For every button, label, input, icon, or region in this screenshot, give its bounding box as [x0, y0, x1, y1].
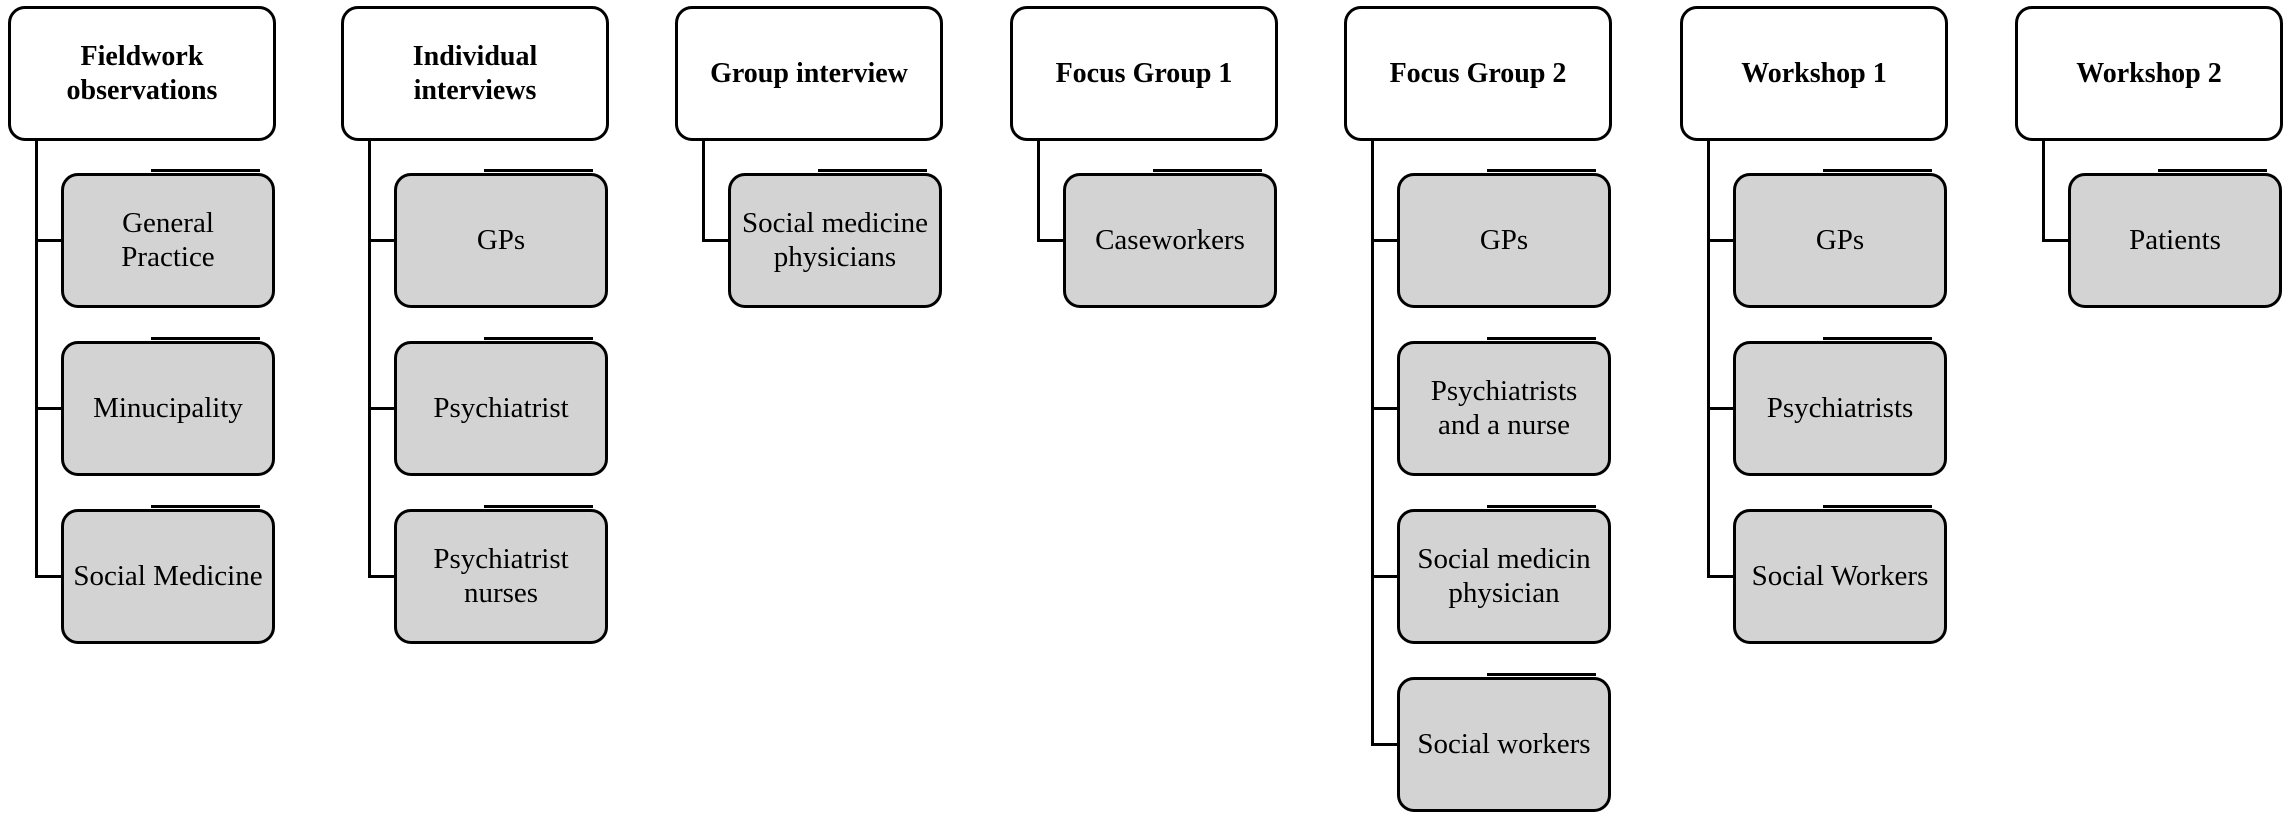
child-box: GPs: [1733, 169, 1947, 308]
header-box: Focus Group 2: [1344, 6, 1612, 141]
connector-stub: [368, 575, 395, 578]
child-box: GPs: [394, 169, 608, 308]
connector-stub: [368, 407, 395, 410]
child-box: GPs: [1397, 169, 1611, 308]
child-box: Minucipality: [61, 337, 275, 476]
header-box: Individual interviews: [341, 6, 609, 141]
diagram-column: Individual interviews GPs Psychiatrist P…: [341, 0, 611, 817]
child-label: General Practice: [121, 207, 215, 273]
connector-stub: [35, 239, 62, 242]
child-label: Minucipality: [93, 391, 243, 424]
connector-stub: [2042, 239, 2069, 242]
child-box: Psychiatrists: [1733, 337, 1947, 476]
connector-stub: [1371, 743, 1398, 746]
child-label: Psychiatrist nurses: [433, 543, 569, 609]
header-label: Focus Group 1: [1055, 57, 1233, 89]
header-label: Workshop 2: [2076, 57, 2222, 89]
connector-stub: [35, 407, 62, 410]
connector-stub: [1037, 239, 1064, 242]
header-box: Focus Group 1: [1010, 6, 1278, 141]
connector-vertical-line: [2042, 141, 2045, 242]
child-label: GPs: [476, 223, 526, 256]
header-label: Focus Group 2: [1389, 57, 1567, 89]
header-box: Workshop 2: [2015, 6, 2283, 141]
connector-stub: [35, 575, 62, 578]
connector-vertical-line: [702, 141, 705, 242]
child-box: Social Medicine: [61, 505, 275, 644]
child-label: Caseworkers: [1095, 223, 1245, 256]
connector-stub: [1371, 575, 1398, 578]
connector-vertical-line: [1037, 141, 1040, 242]
connector-stub: [1707, 575, 1734, 578]
child-label: Social medicine physicians: [741, 207, 929, 273]
diagram-column: Focus Group 2 GPs Psychiatrists and a nu…: [1344, 0, 1614, 817]
child-box: Caseworkers: [1063, 169, 1277, 308]
header-label: Individual interviews: [412, 41, 538, 106]
child-label: Psychiatrist: [433, 391, 569, 424]
child-label: Social Workers: [1751, 559, 1929, 592]
connector-stub: [702, 239, 729, 242]
child-box: Social workers: [1397, 673, 1611, 812]
header-label: Fieldwork observations: [66, 41, 218, 106]
header-box: Workshop 1: [1680, 6, 1948, 141]
diagram-column: Workshop 2 Patients: [2015, 0, 2285, 817]
connector-vertical-line: [35, 141, 38, 578]
connector-vertical-line: [368, 141, 371, 578]
child-label: Social Medicine: [73, 559, 263, 592]
diagram-column: Focus Group 1 Caseworkers: [1010, 0, 1280, 817]
child-box: Patients: [2068, 169, 2282, 308]
child-box: Social medicin physician: [1397, 505, 1611, 644]
diagram-column: Group interview Social medicine physicia…: [675, 0, 945, 817]
diagram-column: Workshop 1 GPs Psychiatrists Social Work…: [1680, 0, 1950, 817]
header-label: Group interview: [710, 57, 908, 89]
child-label: Patients: [2129, 223, 2221, 256]
child-label: GPs: [1815, 223, 1865, 256]
child-box: Social medicine physicians: [728, 169, 942, 308]
child-box: Psychiatrist nurses: [394, 505, 608, 644]
connector-stub: [1371, 407, 1398, 410]
connector-stub: [1371, 239, 1398, 242]
child-box: Social Workers: [1733, 505, 1947, 644]
child-label: GPs: [1479, 223, 1529, 256]
child-box: Psychiatrists and a nurse: [1397, 337, 1611, 476]
header-box: Fieldwork observations: [8, 6, 276, 141]
header-box: Group interview: [675, 6, 943, 141]
child-label: Psychiatrists: [1766, 391, 1914, 424]
connector-vertical-line: [1371, 141, 1374, 746]
child-label: Psychiatrists and a nurse: [1430, 375, 1578, 441]
child-label: Social medicin physician: [1417, 543, 1591, 609]
child-label: Social workers: [1417, 727, 1591, 760]
connector-stub: [368, 239, 395, 242]
connector-stub: [1707, 407, 1734, 410]
child-box: Psychiatrist: [394, 337, 608, 476]
child-box: General Practice: [61, 169, 275, 308]
connector-stub: [1707, 239, 1734, 242]
header-label: Workshop 1: [1741, 57, 1887, 89]
connector-vertical-line: [1707, 141, 1710, 578]
diagram-column: Fieldwork observations General Practice …: [8, 0, 278, 817]
